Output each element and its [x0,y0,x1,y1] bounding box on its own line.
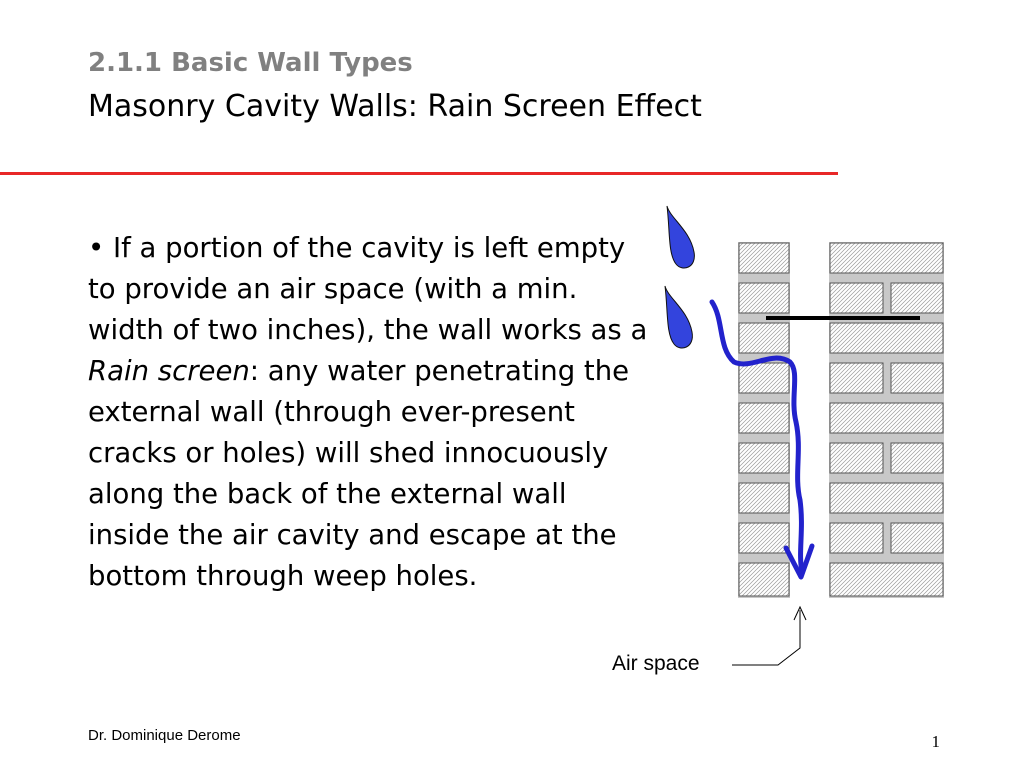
bullet-paragraph: • If a portion of the cavity is left emp… [88,228,648,597]
pointer-arrow [732,605,807,666]
rain-screen-term: Rain screen [88,355,250,387]
section-subtitle: 2.1.1 Basic Wall Types [88,48,413,78]
inner-brick-wall [829,242,944,598]
footer-author: Dr. Dominique Derome [88,727,241,744]
bullet-marker: • [88,232,105,264]
air-space-label: Air space [612,652,700,675]
raindrop-icon [664,285,693,349]
slide-title: Masonry Cavity Walls: Rain Screen Effect [88,89,702,124]
page-number: 1 [931,732,941,751]
body-text-part-2: : any water penetrating the external wal… [88,355,630,592]
cavity-wall-diagram [664,205,944,666]
outer-brick-wall [738,242,790,598]
raindrop-icon [666,205,695,269]
water-flow-arrow [709,299,815,580]
title-divider [0,172,838,175]
body-text-part-1: If a portion of the cavity is left empty… [88,232,648,346]
